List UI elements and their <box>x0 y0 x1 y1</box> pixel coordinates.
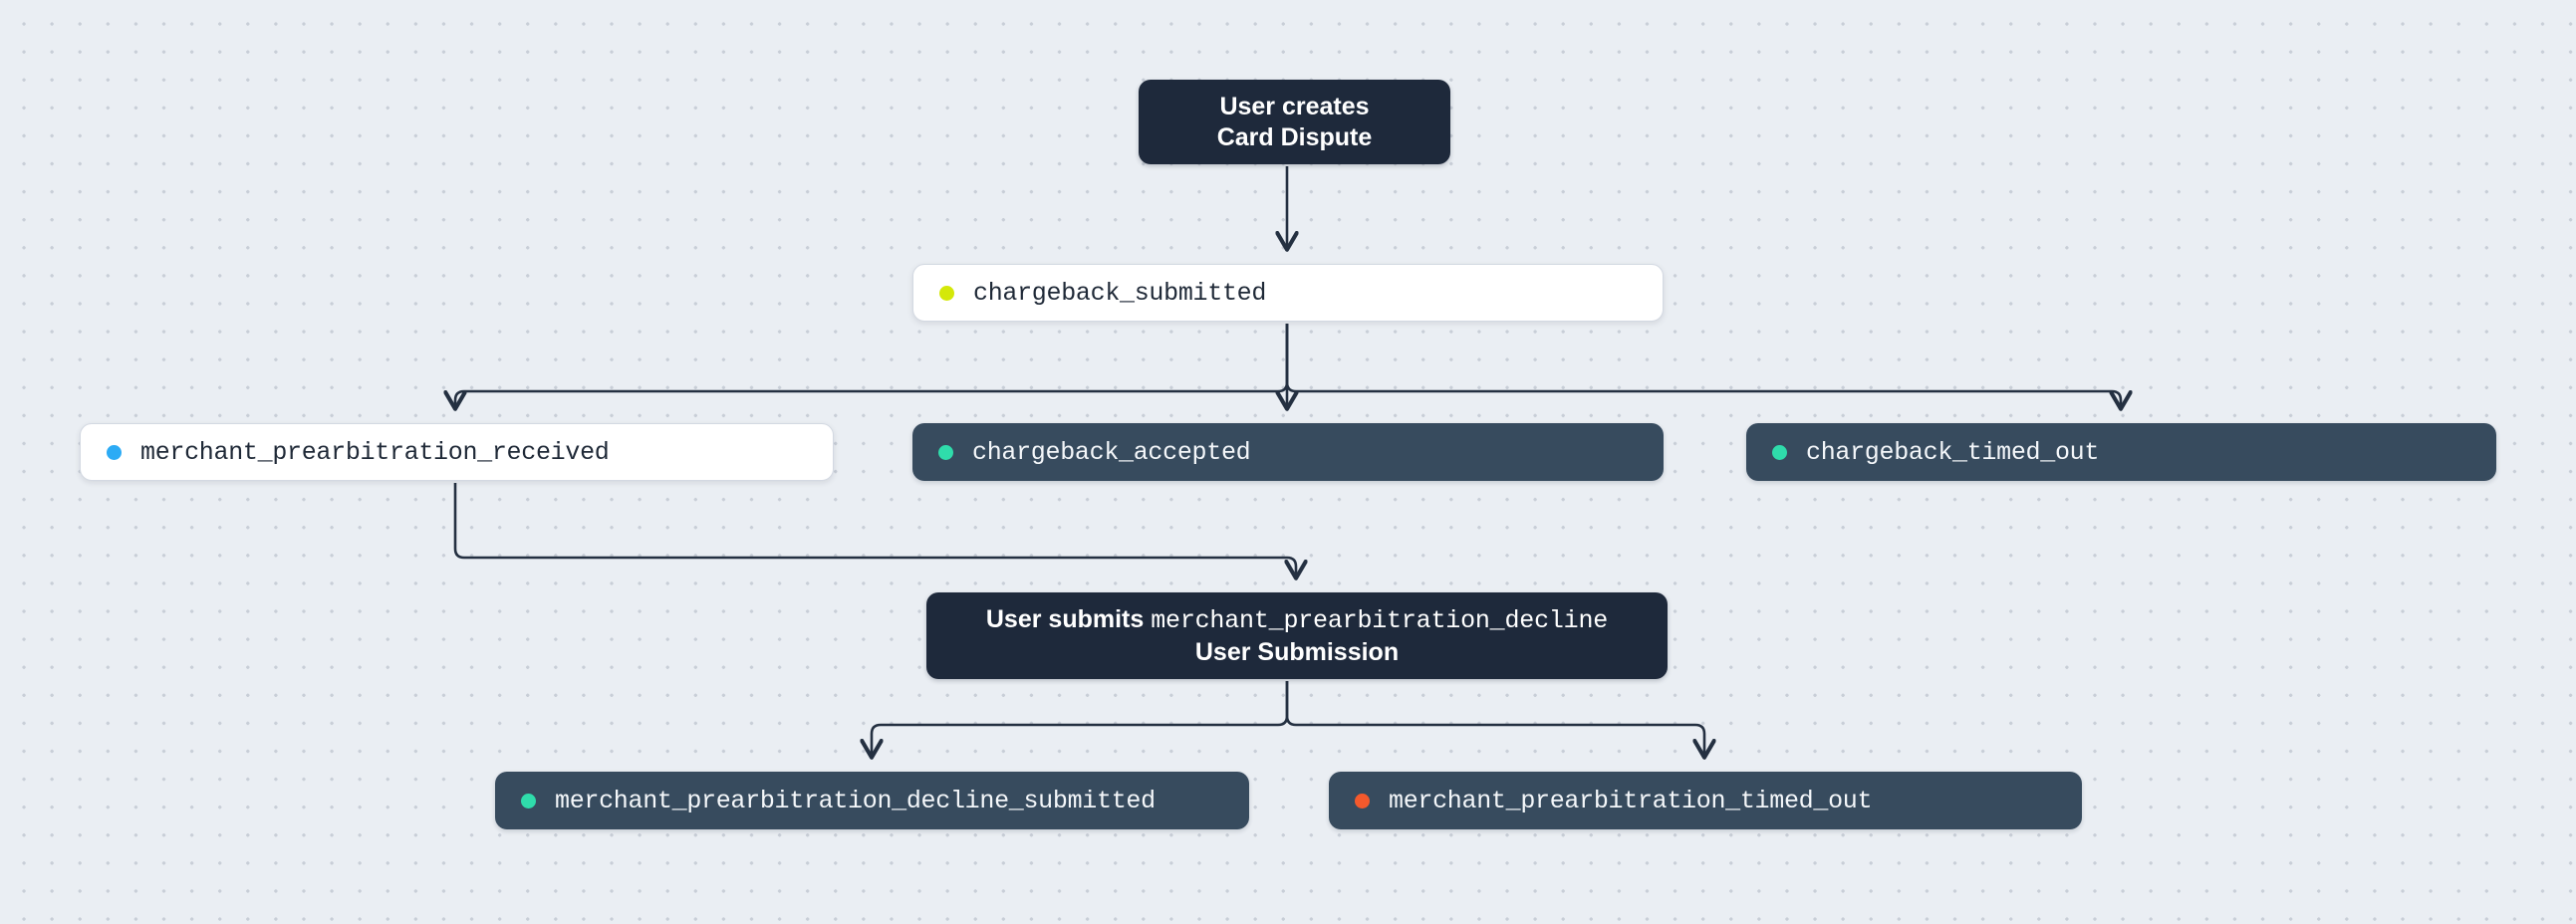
edge-prearb-received-to-user-submits <box>453 483 1296 578</box>
node-user-creates-card-dispute[interactable]: User creates Card Dispute <box>1139 80 1450 164</box>
status-dot-blue <box>107 444 122 460</box>
node-chargeback-accepted[interactable]: chargeback_accepted <box>912 423 1664 481</box>
node-label: merchant_prearbitration_timed_out <box>1389 786 1873 815</box>
node-title-line-1: User creates <box>1219 93 1370 120</box>
node-merchant-prearbitration-received[interactable]: merchant_prearbitration_received <box>80 423 834 481</box>
node-title-line-2: User Submission <box>1194 637 1400 666</box>
edge-submitted-to-prearb-received <box>455 324 1289 408</box>
node-user-submits-merchant-prearbitration-decline[interactable]: User submits merchant_prearbitration_dec… <box>926 592 1668 679</box>
node-title-line-1: User submits merchant_prearbitration_dec… <box>986 604 1608 637</box>
status-dot-teal <box>1772 444 1787 460</box>
status-dot-teal <box>521 793 536 808</box>
node-label: merchant_prearbitration_decline_submitte… <box>555 786 1156 815</box>
node-label: merchant_prearbitration_received <box>140 437 610 467</box>
status-dot-orange <box>1355 793 1370 808</box>
status-dot-teal <box>938 444 953 460</box>
node-label: chargeback_submitted <box>973 278 1267 308</box>
edge-submitted-to-timed-out <box>1285 324 2121 408</box>
node-chargeback-timed-out[interactable]: chargeback_timed_out <box>1746 423 2496 481</box>
edge-user-submits-to-decline-submitted <box>872 681 1289 757</box>
node-label: chargeback_timed_out <box>1806 437 2100 467</box>
node-title-line-2: Card Dispute <box>1216 122 1373 151</box>
node-title-event-name: merchant_prearbitration_decline <box>1151 606 1609 635</box>
status-dot-yellow <box>939 285 954 301</box>
node-chargeback-submitted[interactable]: chargeback_submitted <box>912 264 1664 322</box>
node-merchant-prearbitration-timed-out[interactable]: merchant_prearbitration_timed_out <box>1329 772 2082 829</box>
node-label: chargeback_accepted <box>972 437 1251 467</box>
node-merchant-prearbitration-decline-submitted[interactable]: merchant_prearbitration_decline_submitte… <box>495 772 1249 829</box>
node-title-prefix: User submits <box>985 605 1152 633</box>
edge-user-submits-to-prearb-timed-out <box>1285 681 1704 757</box>
